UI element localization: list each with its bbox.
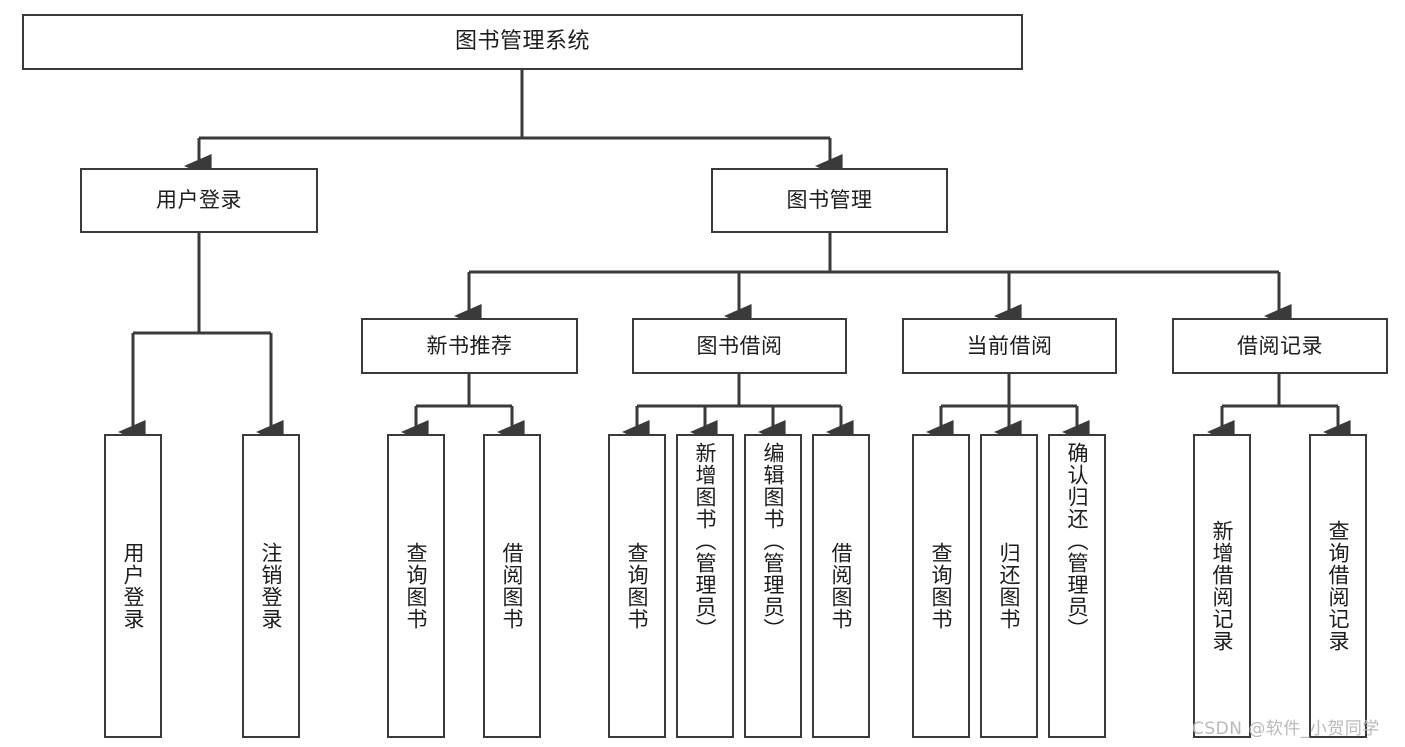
- node-current-borrow[interactable]: 当前借阅: [902, 318, 1117, 374]
- leaf-book-borrow-add-book-admin[interactable]: 新增图书（管理员）: [676, 434, 734, 738]
- leaf-current-borrow-query-book[interactable]: 查询图书: [912, 434, 970, 738]
- leaf-book-borrow-edit-book-admin[interactable]: 编辑图书（管理员）: [744, 434, 802, 738]
- leaf-borrow-record-add-record[interactable]: 新增借阅记录: [1193, 434, 1251, 738]
- node-label: 当前借阅: [966, 333, 1053, 358]
- node-label: 新书推荐: [426, 333, 513, 358]
- node-book-borrow[interactable]: 图书借阅: [632, 318, 847, 374]
- leaf-new-book-borrow-book[interactable]: 借阅图书: [483, 434, 541, 738]
- node-label: 借阅图书: [500, 542, 525, 630]
- node-label: 查询借阅记录: [1326, 520, 1351, 652]
- node-label: 借阅图书: [829, 542, 854, 630]
- node-label: 查询图书: [404, 542, 429, 630]
- node-label: 用户登录: [156, 188, 242, 213]
- leaf-current-borrow-confirm-return-admin[interactable]: 确认归还（管理员）: [1048, 434, 1106, 738]
- node-label: 新增借阅记录: [1210, 520, 1235, 652]
- node-label: 注销登录: [259, 542, 284, 630]
- node-root-book-management-system[interactable]: 图书管理系统: [22, 14, 1023, 70]
- node-user-login[interactable]: 用户登录: [80, 168, 318, 233]
- node-label: 图书管理系统: [454, 29, 590, 55]
- csdn-watermark: CSDN @软件_小贺同学: [1192, 719, 1380, 739]
- node-label: 图书借阅: [696, 333, 783, 358]
- node-label: 查询图书: [929, 542, 954, 630]
- leaf-book-borrow-query-book[interactable]: 查询图书: [608, 434, 666, 738]
- node-borrow-record[interactable]: 借阅记录: [1172, 318, 1388, 374]
- node-label: 新增图书（管理员）: [693, 442, 718, 640]
- leaf-user-login-login[interactable]: 用户登录: [104, 434, 162, 738]
- leaf-new-book-query-book[interactable]: 查询图书: [387, 434, 445, 738]
- node-label: 图书管理: [786, 188, 873, 213]
- leaf-borrow-record-query-record[interactable]: 查询借阅记录: [1309, 434, 1367, 738]
- leaf-current-borrow-return-book[interactable]: 归还图书: [980, 434, 1038, 738]
- leaf-book-borrow-borrow-book[interactable]: 借阅图书: [812, 434, 870, 738]
- node-label: 借阅记录: [1237, 333, 1323, 358]
- node-label: 用户登录: [121, 542, 146, 630]
- node-label: 归还图书: [997, 542, 1022, 630]
- node-label: 查询图书: [625, 542, 650, 630]
- node-new-book-recommend[interactable]: 新书推荐: [361, 318, 578, 374]
- node-book-management[interactable]: 图书管理: [711, 168, 948, 233]
- node-label: 确认归还（管理员）: [1065, 442, 1090, 640]
- leaf-user-login-logout[interactable]: 注销登录: [242, 434, 300, 738]
- node-label: 编辑图书（管理员）: [761, 442, 786, 640]
